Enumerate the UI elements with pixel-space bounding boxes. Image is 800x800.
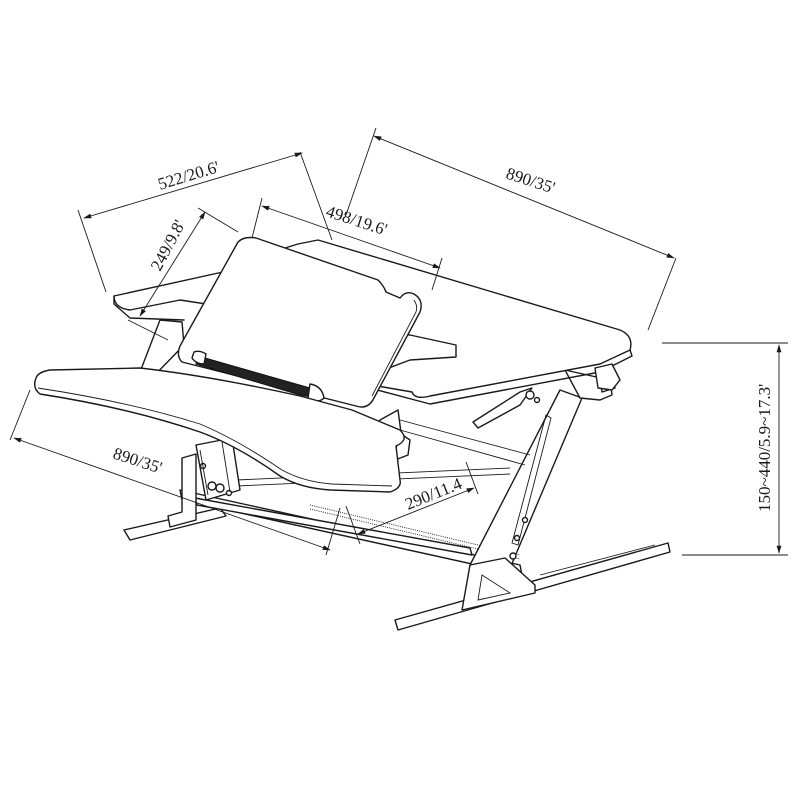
label-keyboard-tray-width: 890/35' xyxy=(111,444,165,478)
dimension-lines xyxy=(9,127,788,556)
label-keyboard-tray-depth: 249/9.8' xyxy=(147,217,189,274)
label-height-range: 150~440/5.9~17.3' xyxy=(755,384,774,512)
tilting-monitor-board xyxy=(177,236,422,408)
label-top-depth: 522/20.6' xyxy=(156,157,222,194)
label-upper-platform-width: 498/19.6' xyxy=(324,202,390,240)
